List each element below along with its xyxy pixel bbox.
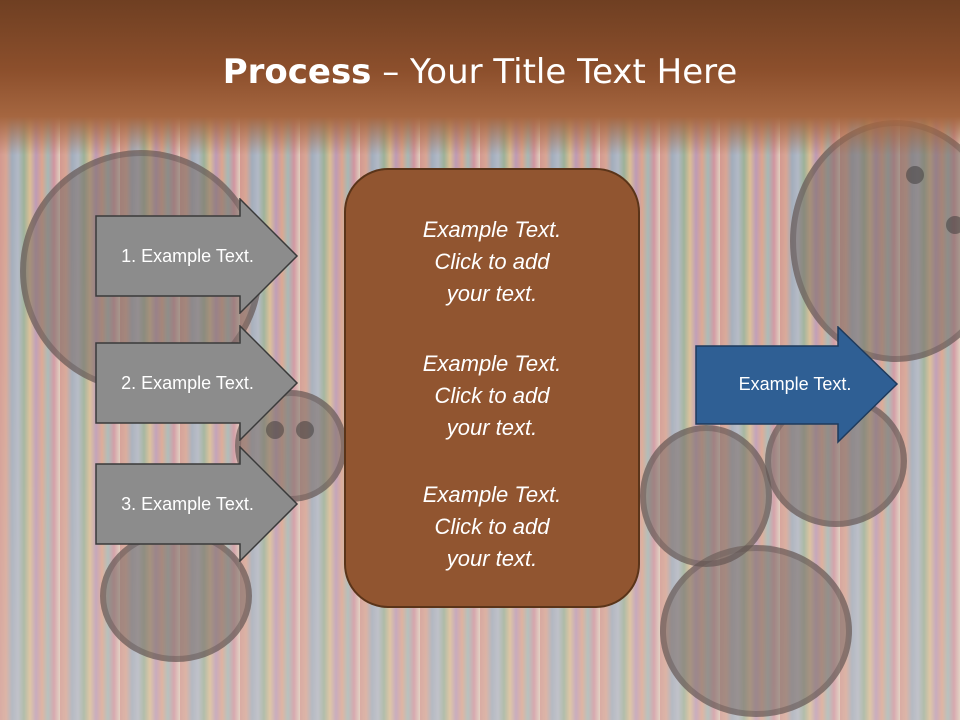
arrow-step-3-label: 3. Example Text.: [121, 493, 254, 514]
button-decoration: [640, 425, 772, 567]
arrow-shape: [695, 326, 899, 444]
center-text-2[interactable]: Example Text. Click to add your text.: [422, 351, 562, 440]
button-decoration: [100, 530, 252, 662]
title-rest-part: – Your Title Text Here: [371, 52, 738, 92]
arrow-step-1[interactable]: 1. Example Text.: [95, 198, 300, 314]
arrow-shape: [95, 325, 299, 441]
arrow-result-label: Example Text.: [738, 373, 852, 394]
slide-title[interactable]: Process – Your Title Text Here: [0, 52, 960, 92]
arrow-shape: [95, 446, 299, 562]
title-bold-part: Process: [222, 52, 372, 92]
arrow-step-3[interactable]: 3. Example Text.: [95, 446, 300, 562]
arrow-shape: [95, 198, 299, 314]
center-text-1[interactable]: Example Text. Click to add your text.: [422, 217, 562, 306]
button-hole: [266, 421, 284, 439]
title-bar: [0, 0, 960, 155]
button-hole: [296, 421, 314, 439]
button-hole: [906, 166, 924, 184]
arrow-result[interactable]: Example Text.: [695, 326, 900, 444]
arrow-step-2[interactable]: 2. Example Text.: [95, 325, 300, 441]
button-hole: [946, 216, 960, 234]
arrow-step-2-label: 2. Example Text.: [121, 372, 254, 393]
center-content-box[interactable]: Example Text. Click to add your text. Ex…: [344, 168, 640, 608]
button-decoration: [660, 545, 852, 717]
arrow-step-1-label: 1. Example Text.: [121, 245, 254, 266]
center-text-3[interactable]: Example Text. Click to add your text.: [422, 482, 562, 571]
